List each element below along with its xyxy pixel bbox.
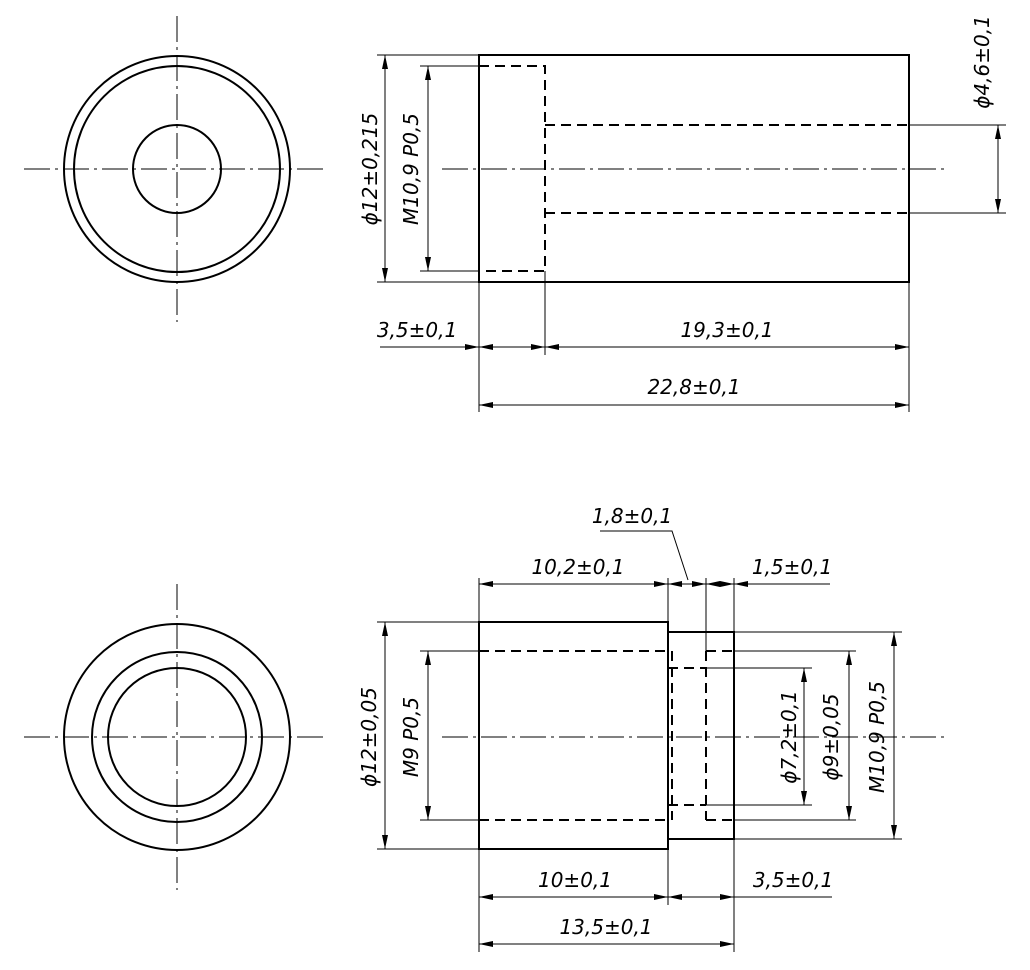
part-1-dim-bore-length: 19,3±0,1 bbox=[680, 318, 773, 342]
part-1-outer-circle bbox=[63, 55, 291, 283]
part-2-dim-shoulder-diameter: ϕ9±0,05 bbox=[819, 693, 843, 780]
part-2-side-view bbox=[442, 621, 947, 850]
part-1-dim-outer-diameter: ϕ12±0,215 bbox=[358, 113, 382, 226]
part-2-dimensions: ϕ12±0,05 M9 P0,5 10,2±0,1 1,8±0,1 1,5±0,… bbox=[357, 504, 902, 952]
part-2-dim-thread-length: 10±0,1 bbox=[538, 868, 612, 892]
part-2-dim-total-length: 13,5±0,1 bbox=[559, 915, 652, 939]
part-1-end-view bbox=[24, 16, 328, 322]
part-2-dim-hole-diameter: ϕ7,2±0,1 bbox=[777, 690, 801, 784]
part-1-side-view bbox=[442, 54, 948, 283]
part-2-outer-circle bbox=[63, 623, 291, 851]
part-1: ϕ12±0,215 M10,9 P0,5 ϕ4,6±0,1 3,5±0,1 19… bbox=[24, 15, 1006, 412]
part-1-dim-total-length: 22,8±0,1 bbox=[647, 375, 740, 399]
part-1-dim-thread: M10,9 P0,5 bbox=[399, 113, 423, 225]
part-2-dim-right-thread-length: 3,5±0,1 bbox=[753, 868, 833, 892]
part-1-dim-thread-depth: 3,5±0,1 bbox=[377, 318, 457, 342]
part-2-dim-outer-diameter: ϕ12±0,05 bbox=[357, 687, 381, 787]
part-2-body-outline bbox=[478, 621, 669, 850]
part-2-dim-thread-left: M9 P0,5 bbox=[399, 697, 423, 777]
part-1-body-outline bbox=[478, 54, 910, 283]
part-1-dimensions: ϕ12±0,215 M10,9 P0,5 ϕ4,6±0,1 3,5±0,1 19… bbox=[358, 15, 1006, 412]
part-2-end-view bbox=[24, 584, 328, 890]
part-2-shoulder-outline bbox=[667, 631, 735, 840]
part-2-dim-groove-width: 1,8±0,1 bbox=[592, 504, 672, 528]
part-1-dim-bore-diameter: ϕ4,6±0,1 bbox=[970, 15, 994, 109]
part-2-dim-thread-right: M10,9 P0,5 bbox=[865, 681, 889, 793]
part-2-dim-body-length: 10,2±0,1 bbox=[531, 555, 624, 579]
part-2-dim-right-land: 1,5±0,1 bbox=[752, 555, 832, 579]
part-2: ϕ12±0,05 M9 P0,5 10,2±0,1 1,8±0,1 1,5±0,… bbox=[24, 504, 947, 952]
